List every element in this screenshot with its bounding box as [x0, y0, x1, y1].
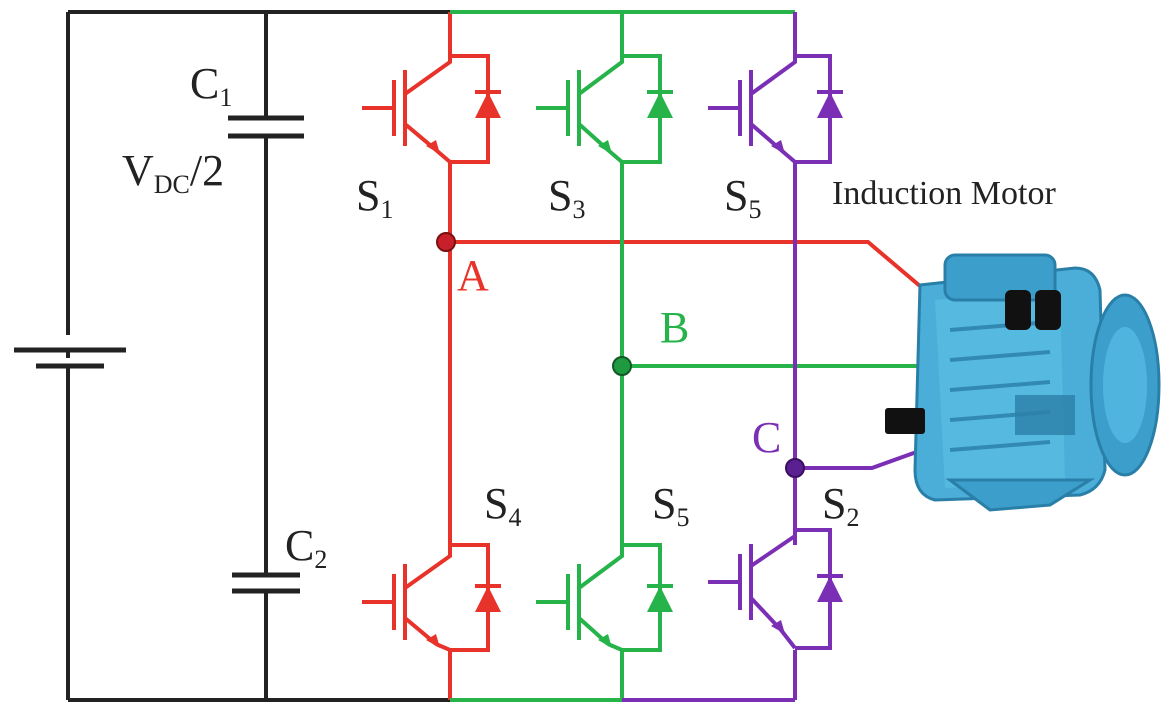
node-b-dot — [612, 356, 632, 376]
label-node-b: B — [660, 303, 689, 352]
label-s1: S1 — [356, 171, 393, 224]
label-s4: S4 — [484, 479, 521, 532]
switch-s5-upper-igbt-symbol — [708, 54, 843, 164]
label-c1: C1 — [190, 59, 232, 112]
phase-b-leg-wiring — [450, 10, 935, 702]
label-s2: S2 — [822, 479, 859, 532]
capacitor-c2-symbol — [232, 572, 300, 594]
label-induction-motor: Induction Motor — [832, 175, 1056, 212]
node-a-dot — [436, 232, 456, 252]
switch-s2-igbt-symbol — [708, 528, 843, 650]
phase-c-leg-wiring — [622, 12, 951, 702]
label-c2: C2 — [285, 521, 327, 574]
label-vdc-half: VDC/2 — [122, 146, 224, 199]
induction-motor-picture — [885, 253, 1161, 512]
label-s3: S3 — [548, 171, 585, 224]
dc-source-battery-symbol — [14, 335, 126, 369]
label-s5-upper: S5 — [724, 171, 761, 224]
node-c-dot — [785, 458, 805, 478]
label-s5-lower: S5 — [652, 479, 689, 532]
switch-s1-igbt-symbol — [362, 54, 501, 164]
phase-a-leg-wiring — [448, 12, 962, 700]
capacitor-c1-symbol — [228, 115, 304, 139]
switch-s4-igbt-symbol — [362, 543, 501, 652]
switch-s5-lower-igbt-symbol — [536, 543, 673, 652]
label-node-a: A — [457, 251, 489, 300]
switch-s3-igbt-symbol — [536, 54, 673, 164]
label-node-c: C — [752, 413, 781, 462]
dc-link-wiring — [66, 10, 450, 702]
